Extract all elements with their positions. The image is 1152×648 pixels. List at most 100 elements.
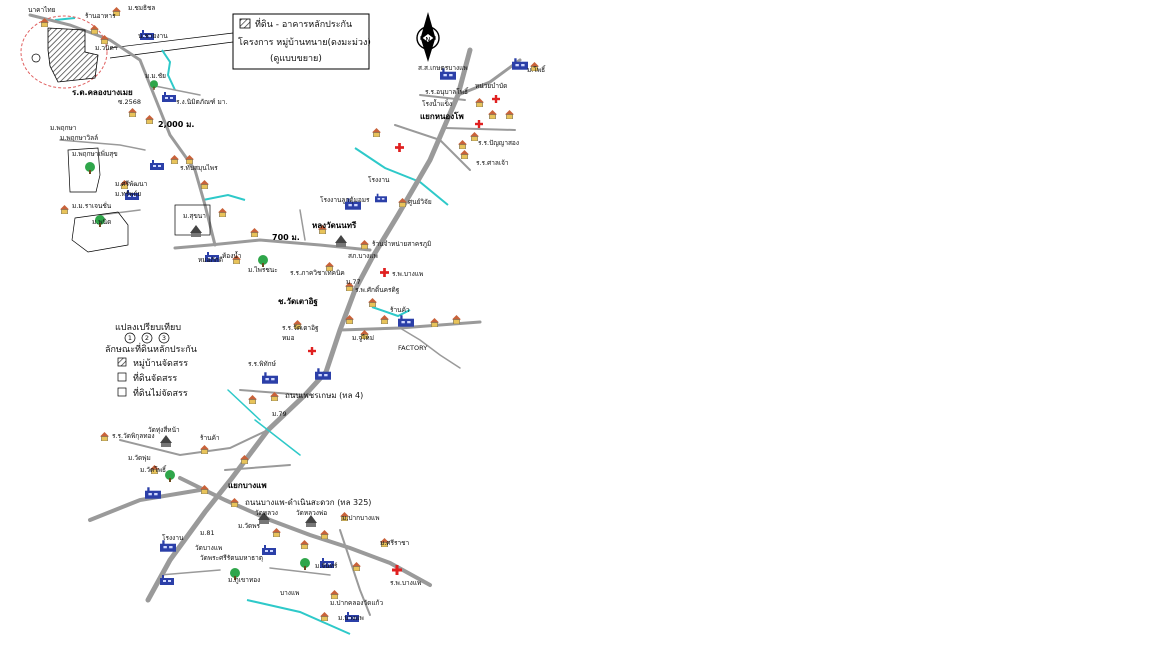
place-label: ร.ร.อนุบาลโพธิ์ [425, 87, 469, 96]
house-icon [200, 445, 209, 454]
place-label: ม.ภูเขาทอง [228, 576, 260, 584]
house-icon [100, 432, 109, 441]
house-icon [372, 128, 381, 137]
place-label: ม.พฤกษาวิลล์ [60, 134, 98, 142]
place-label: ม.จูไหม่ [352, 334, 374, 342]
place-label: วัดทุ่งสี่หน้า [148, 425, 180, 434]
house-icon [230, 498, 239, 507]
temple-icon [335, 235, 347, 247]
place-label: ร.ง.นิมิตภัณฑ์ มา. [176, 98, 228, 106]
place-label: ม.วัดพร [238, 522, 261, 530]
legend-item-2: ที่ดินจัดสรร [133, 371, 177, 384]
place-labels: นาคาไทย ร้านอาหาร ม.ชมธิชล น.ชายงาน ม.วน… [28, 4, 546, 622]
main-highway [145, 47, 473, 603]
house-icon [330, 590, 339, 599]
subject-plot-area [20, 15, 108, 89]
factory-icon [262, 545, 276, 555]
place-label: ช.วัดเตาอิฐ [278, 297, 318, 307]
distance-label: 700 ม. [272, 233, 300, 242]
place-label: ม.ไพรชนะ [248, 266, 278, 274]
house-icon [505, 110, 514, 119]
house-icon [200, 180, 209, 189]
place-label: ร.ร.พิทักษ์ [248, 360, 277, 368]
factory-icon [162, 92, 176, 102]
place-label: ศูนย์วิจัย [408, 198, 432, 206]
place-label: ม.วนิดา [95, 44, 118, 52]
house-icon [218, 208, 227, 217]
place-label: ร.ทับสมุนไพร [180, 164, 218, 172]
north-arrow-icon: N [416, 12, 440, 62]
legend-item-3: ที่ดินไม่จัดสรร [133, 386, 188, 399]
place-label: ม.ศรีราชา [380, 539, 410, 547]
legend-subheading: ลักษณะที่ดินหลักประกัน [105, 342, 197, 355]
place-label: ม.พฤกษา [50, 124, 77, 132]
place-label: FACTORY [398, 344, 427, 352]
place-label: ม.79 [272, 410, 287, 418]
place-label: โรงงาน [162, 534, 184, 542]
main-highway-label: ถนนเพชรเกษม (ทล 4) [285, 391, 363, 400]
place-label: ม.ทรัพย์ย [115, 190, 141, 198]
factory-icon [145, 487, 161, 499]
house-icon [128, 108, 137, 117]
place-label: โรงน้ำแข็ง [422, 99, 452, 108]
legend: แปลงเปรียบเทียบ 1 2 3 ลักษณะที่ดินหลักปร… [105, 322, 197, 399]
house-icon [458, 140, 467, 149]
house-icon [90, 25, 99, 34]
tree-icon [85, 162, 95, 174]
place-label: วัดพระศรีรัตนมหาธาตุ [200, 554, 263, 562]
place-label: แยกหนองโพ [420, 111, 464, 121]
place-label: ม.ชมธิชล [128, 4, 155, 12]
place-label: สภ.บางแพ [348, 252, 378, 260]
house-icon [320, 612, 329, 621]
factory-icon [262, 372, 278, 384]
legend-swatch-empty [117, 387, 127, 397]
secondary-road [178, 476, 432, 587]
title-line-2: โครงการ หมู่บ้านทนาย(ดงมะม่วง) [238, 37, 371, 48]
place-label: ร.พ.บางแพ [392, 270, 423, 278]
hospital-icon [395, 143, 404, 152]
tree-icon [300, 558, 310, 570]
place-label: หลงวัดนนทรี [312, 220, 357, 230]
legend-heading: แปลงเปรียบเทียบ [115, 322, 181, 333]
legend-swatch-empty [117, 372, 127, 382]
factory-icon [150, 160, 164, 170]
place-label: ร้านอาหาร [85, 12, 116, 20]
factory-icon [160, 540, 176, 552]
factory-icon [398, 315, 414, 327]
house-icon [475, 98, 484, 107]
hospital-icon [380, 268, 389, 277]
house-icon [272, 528, 281, 537]
place-label: บางแพ [280, 589, 299, 597]
place-label: ม.ปากคลองวัดแก้ว [330, 599, 383, 607]
legend-marker-3: 3 [162, 334, 166, 342]
place-label: ซ.2568 [118, 98, 141, 106]
place-label: ร.ร.วัดเตาอิฐ [282, 324, 319, 332]
house-icon [145, 115, 154, 124]
hospital-icon [492, 95, 500, 103]
title-box: ที่ดิน - อาคารหลักประกัน โครงการ หมู่บ้า… [232, 13, 371, 70]
place-label: ร้านจำหน่ายสาครภูมิ [372, 240, 431, 248]
place-label: วัดหลวงพ่อ [296, 509, 327, 517]
place-label: ม.ศรีพัฒนา [115, 180, 148, 188]
house-icon [170, 155, 179, 164]
house-icon [380, 315, 389, 324]
place-label: ม.โพธิ์ [527, 65, 546, 74]
place-label: ม.ม.ชัย [145, 72, 166, 80]
place-label: ม.พนิด [92, 218, 111, 226]
hospital-icon [308, 347, 316, 355]
factory-icon [160, 575, 174, 585]
place-label: หมอภักดี [198, 256, 223, 264]
plot-outlines [67, 147, 211, 253]
north-label: N [425, 36, 430, 44]
house-icon [430, 318, 439, 327]
place-label: ร.ร.ศาลเจ้า [476, 159, 509, 167]
place-label: แยกบางแพ [228, 481, 267, 490]
place-label: นาคาไทย [28, 6, 56, 14]
house-icon [320, 530, 329, 539]
place-label: ห้องน้ำ [222, 251, 242, 260]
place-label: น.ชายงาน [138, 32, 168, 40]
house-icon [452, 315, 461, 324]
legend-marker-1: 1 [128, 334, 132, 342]
tree-icon [165, 470, 175, 482]
hospital-icon [475, 120, 483, 128]
